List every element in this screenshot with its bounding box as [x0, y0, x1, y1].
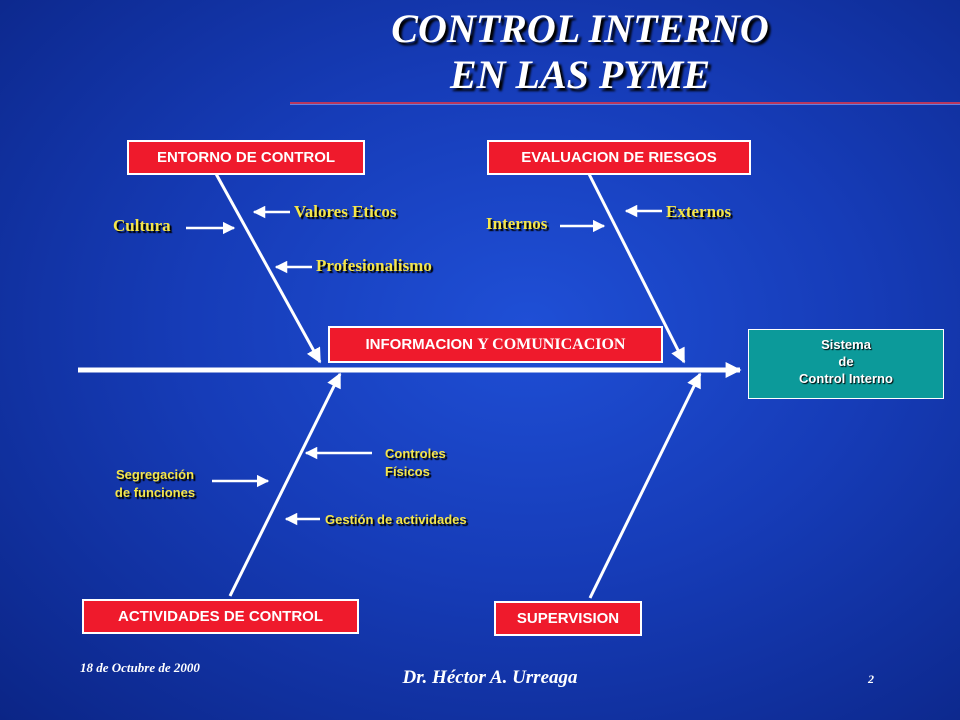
- footer-date: 18 de Octubre de 2000: [80, 660, 200, 675]
- title-line-1: CONTROL INTERNO: [391, 6, 769, 51]
- box-evaluacion-de-riesgos: EVALUACION DE RIESGOS: [487, 140, 751, 175]
- label-controles-fisicos: Controles Físicos: [385, 445, 446, 481]
- box-actividades-de-control: ACTIVIDADES DE CONTROL: [82, 599, 359, 634]
- label-gestion-de-actividades: Gestión de actividades: [325, 512, 467, 527]
- system-line-3: Control Interno: [799, 371, 893, 386]
- label-valores-eticos: Valores Eticos: [294, 202, 397, 221]
- box-entorno-de-control: ENTORNO DE CONTROL: [127, 140, 365, 175]
- label-cultura: Cultura: [113, 216, 171, 235]
- segregacion-line-1: Segregación: [115, 467, 195, 482]
- informacion-sans-text: INFORMACION: [365, 336, 474, 353]
- informacion-serif-text: Y COMUNICACION: [477, 336, 626, 353]
- title-line-2: EN LAS PYME: [449, 52, 711, 97]
- label-segregacion-de-funciones: Segregación de funciones: [100, 466, 210, 502]
- title-divider: [290, 102, 960, 105]
- label-externos: Externos: [666, 202, 732, 221]
- slide-title: CONTROL INTERNO EN LAS PYME: [330, 6, 830, 98]
- label-internos: Internos: [486, 214, 548, 233]
- page-number: 2: [868, 672, 874, 686]
- footer-author: Dr. Héctor A. Urreaga: [402, 667, 578, 688]
- controles-line-1: Controles: [385, 446, 446, 461]
- system-line-2: de: [838, 354, 854, 369]
- box-informacion-y-comunicacion: INFORMACION Y COMUNICACION: [328, 326, 663, 363]
- bone-supervision: [588, 372, 702, 599]
- system-line-1: Sistema: [821, 337, 871, 352]
- bone-entorno: [213, 171, 322, 364]
- box-supervision: SUPERVISION: [494, 601, 642, 636]
- segregacion-line-2: de funciones: [114, 485, 196, 500]
- bone-evaluacion: [586, 171, 686, 364]
- controles-line-2: Físicos: [385, 464, 430, 479]
- bone-actividades: [228, 372, 342, 597]
- box-sistema-de-control-interno: Sistema de Control Interno: [748, 329, 944, 399]
- label-profesionalismo: Profesionalismo: [316, 256, 432, 275]
